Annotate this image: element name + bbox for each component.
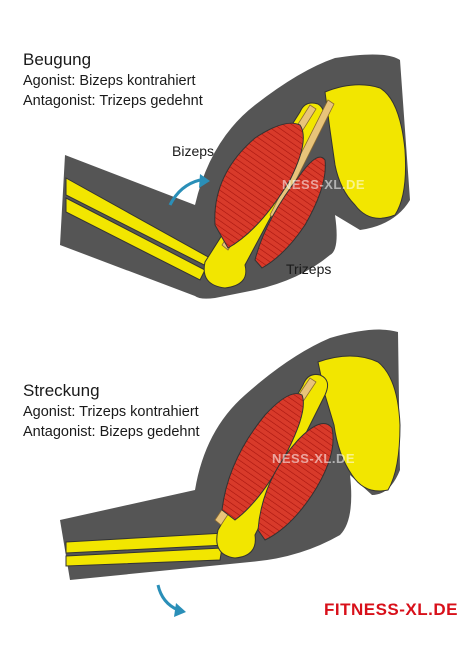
flexion-biceps (214, 122, 304, 249)
brand-logo-text: FITNESS-XL.DE (323, 600, 458, 619)
flexion-antagonist-text: Antagonist: Trizeps gedehnt (23, 93, 203, 109)
extension-biceps (221, 393, 304, 521)
extension-arm (60, 329, 401, 617)
triceps-label: Trizeps (286, 261, 332, 277)
extension-motion-arrow (156, 584, 179, 612)
flexion-agonist-text: Agonist: Bizeps kontrahiert (23, 73, 196, 89)
flexion-triceps (254, 156, 326, 269)
flexion-title: Beugung (23, 50, 92, 69)
flexion-shoulder-bone (324, 84, 407, 219)
flexion-arm (60, 54, 410, 299)
extension-antagonist-text: Antagonist: Bizeps gedehnt (23, 424, 200, 440)
biceps-label: Bizeps (172, 143, 215, 159)
flexion-motion-arrow (168, 178, 201, 206)
extension-title: Streckung (23, 381, 100, 400)
extension-shoulder-bone (317, 355, 401, 492)
flexion-watermark: NESS-XL.DE (282, 177, 366, 192)
extension-triceps (257, 423, 334, 541)
extension-agonist-text: Agonist: Trizeps kontrahiert (23, 404, 199, 420)
extension-watermark: NESS-XL.DE (272, 451, 356, 466)
